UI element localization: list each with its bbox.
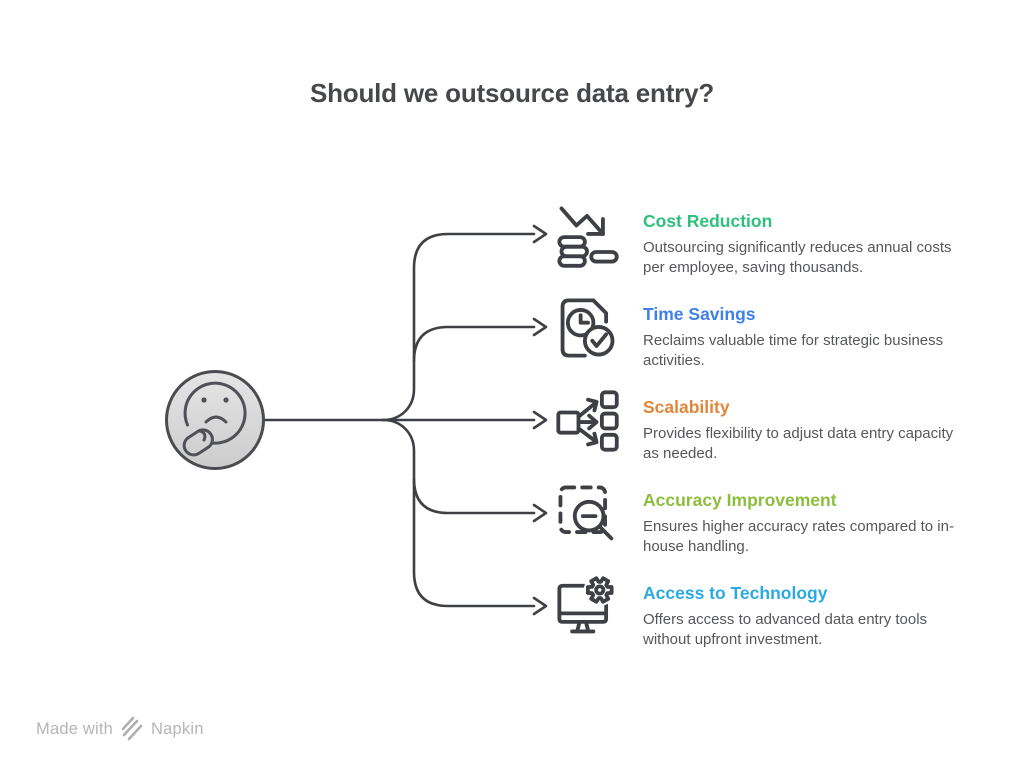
document-clock-check-icon — [553, 294, 621, 362]
benefit-row-access-to-technology: Access to Technology Offers access to ad… — [553, 573, 955, 651]
item-description: Reclaims valuable time for strategic bus… — [643, 332, 944, 369]
branch-connectors — [262, 224, 548, 616]
napkin-brand-label: Napkin — [151, 719, 204, 738]
benefit-row-accuracy-improvement: Accuracy Improvement Ensures higher accu… — [553, 480, 955, 558]
arrowhead-icon — [532, 317, 548, 337]
item-title: Cost Reduction — [643, 211, 773, 231]
monitor-gear-icon — [553, 573, 621, 641]
made-with-label: Made with — [36, 719, 114, 738]
thinking-face-icon — [165, 370, 265, 470]
item-description: Offers access to advanced data entry too… — [643, 611, 928, 648]
made-with-napkin-watermark: Made with Napkin — [36, 716, 204, 742]
benefit-row-scalability: Scalability Provides flexibility to adju… — [553, 387, 955, 465]
item-title: Access to Technology — [643, 583, 828, 603]
item-title: Time Savings — [643, 304, 756, 324]
napkin-logo-icon — [120, 716, 144, 742]
benefit-row-cost-reduction: Cost Reduction Outsourcing significantly… — [553, 201, 955, 279]
item-description: Outsourcing significantly reduces annual… — [643, 239, 952, 276]
inspect-magnifier-icon — [553, 480, 621, 548]
coins-decline-arrow-icon — [553, 201, 621, 269]
item-title: Scalability — [643, 397, 730, 417]
benefit-row-time-savings: Time Savings Reclaims valuable time for … — [553, 294, 955, 372]
item-description: Ensures higher accuracy rates compared t… — [643, 518, 954, 555]
item-description: Provides flexibility to adjust data entr… — [643, 425, 954, 462]
page-title: Should we outsource data entry? — [309, 78, 715, 108]
arrowhead-icon — [532, 224, 548, 244]
arrowhead-icon — [532, 596, 548, 616]
distribute-nodes-icon — [553, 387, 621, 455]
item-title: Accuracy Improvement — [643, 490, 837, 510]
arrowhead-icon — [532, 410, 548, 430]
arrowhead-icon — [532, 503, 548, 523]
